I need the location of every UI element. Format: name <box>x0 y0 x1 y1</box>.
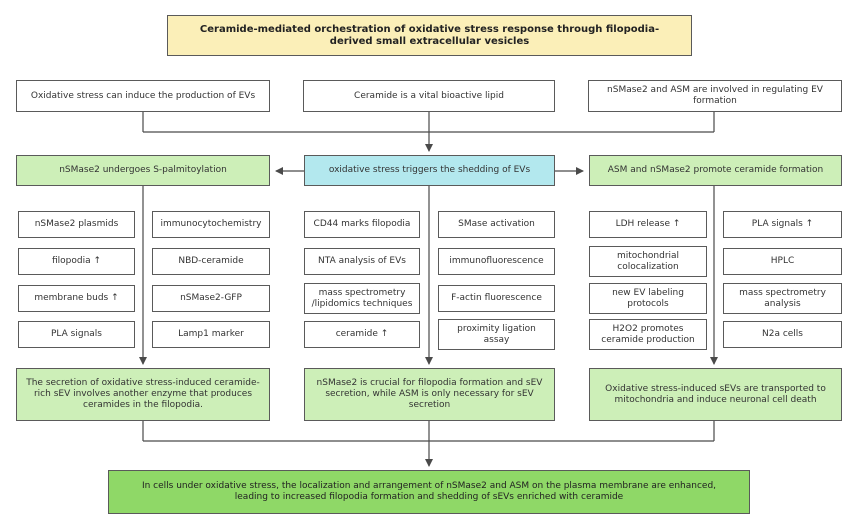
method-ev-labeling: new EV labeling protocols <box>589 283 707 314</box>
method-nsmase2-plasmids: nSMase2 plasmids <box>18 211 135 238</box>
method-mass-spec-analysis: mass spectrometry analysis <box>723 283 842 314</box>
method-ldh-release-up: LDH release ↑ <box>589 211 707 238</box>
top-box-oxidative-stress: Oxidative stress can induce the producti… <box>16 80 270 112</box>
diagram-title: Ceramide-mediated orchestration of oxida… <box>167 15 692 56</box>
method-immunocytochemistry: immunocytochemistry <box>152 211 270 238</box>
method-f-actin-fluorescence: F-actin fluorescence <box>438 285 555 312</box>
method-hplc: HPLC <box>723 248 842 275</box>
method-ceramide-up: ceramide ↑ <box>304 321 420 348</box>
method-immunofluorescence: immunofluorescence <box>438 248 555 275</box>
method-smase-activation: SMase activation <box>438 211 555 238</box>
mid-box-ceramide-formation: ASM and nSMase2 promote ceramide formati… <box>589 155 842 186</box>
finding-right: Oxidative stress-induced sEVs are transp… <box>589 368 842 421</box>
method-nsmase2-gfp: nSMase2-GFP <box>152 285 270 312</box>
method-membrane-buds-up: membrane buds ↑ <box>18 285 135 312</box>
conclusion-box: In cells under oxidative stress, the loc… <box>108 470 750 514</box>
method-proximity-ligation: proximity ligation assay <box>438 319 555 350</box>
method-nta-analysis: NTA analysis of EVs <box>304 248 420 275</box>
method-nbd-ceramide: NBD-ceramide <box>152 248 270 275</box>
method-pla-signals-up: PLA signals ↑ <box>723 211 842 238</box>
method-n2a-cells: N2a cells <box>723 321 842 348</box>
method-h2o2-ceramide: H2O2 promotes ceramide production <box>589 319 707 350</box>
method-cd44-filopodia: CD44 marks filopodia <box>304 211 420 238</box>
method-filopodia-up: filopodia ↑ <box>18 248 135 275</box>
method-mass-spec-lipidomics: mass spectrometry /lipidomics techniques <box>304 283 420 314</box>
mid-box-ev-shedding: oxidative stress triggers the shedding o… <box>304 155 555 186</box>
top-box-nsmase2-asm: nSMase2 and ASM are involved in regulati… <box>588 80 842 112</box>
method-pla-signals: PLA signals <box>18 321 135 348</box>
method-lamp1-marker: Lamp1 marker <box>152 321 270 348</box>
mid-box-s-palmitoylation: nSMase2 undergoes S-palmitoylation <box>16 155 270 186</box>
top-box-ceramide: Ceramide is a vital bioactive lipid <box>303 80 555 112</box>
method-mito-colocalization: mitochondrial colocalization <box>589 246 707 277</box>
finding-center: nSMase2 is crucial for filopodia formati… <box>304 368 555 421</box>
finding-left: The secretion of oxidative stress-induce… <box>16 368 270 421</box>
